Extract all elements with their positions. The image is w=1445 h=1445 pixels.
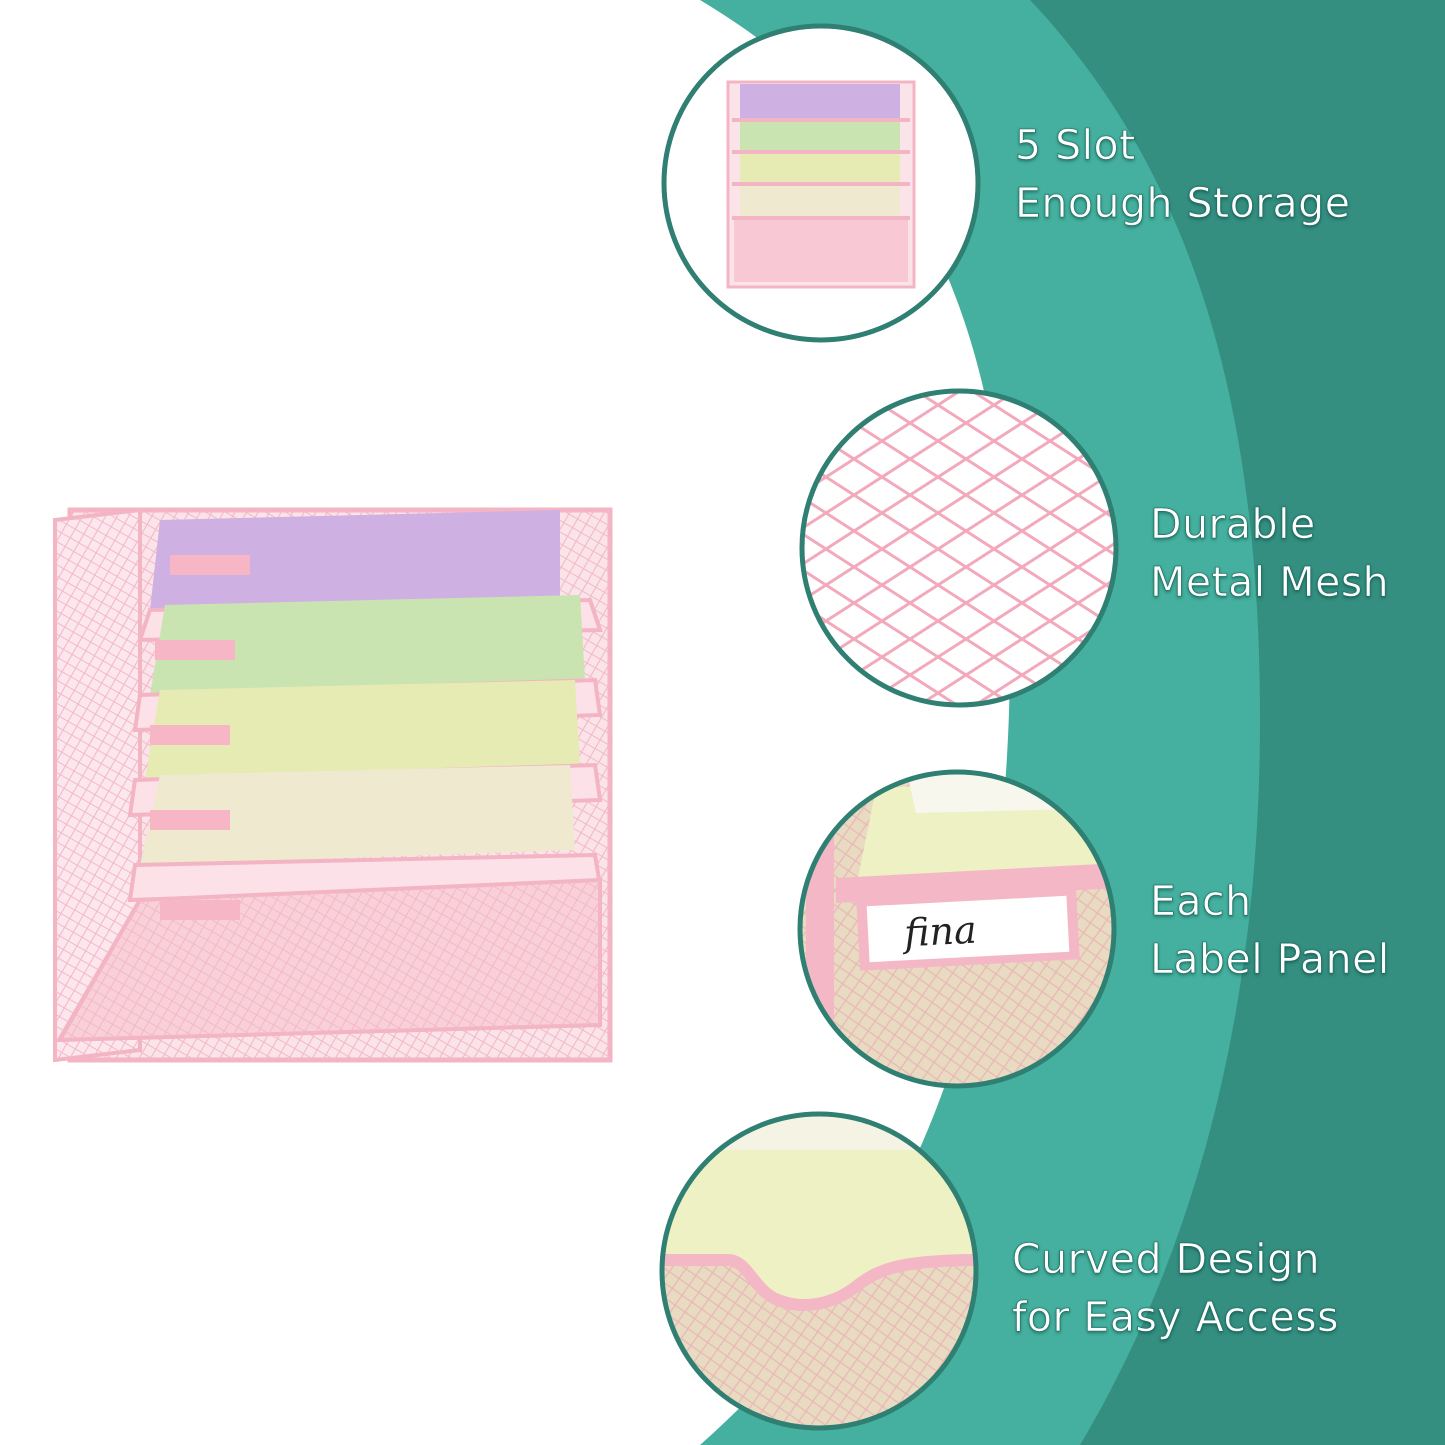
organizer-thumbnail-icon xyxy=(661,23,981,343)
feature-label-storage: 5 Slot Enough Storage xyxy=(1015,116,1351,232)
label-handwriting: fina xyxy=(900,908,978,956)
label-panel-closeup-icon: fina xyxy=(797,769,1117,1089)
feature-line-2: Label Panel xyxy=(1150,935,1390,984)
feature-line-2: Enough Storage xyxy=(1015,179,1351,228)
feature-line-1: Durable xyxy=(1150,500,1316,549)
feature-line-1: 5 Slot xyxy=(1015,121,1136,170)
feature-line-1: Curved Design xyxy=(1012,1235,1321,1284)
feature-label-mesh: Durable Metal Mesh xyxy=(1150,495,1389,611)
feature-label-curved: Curved Design for Easy Access xyxy=(1012,1230,1339,1346)
feature-line-2: Metal Mesh xyxy=(1150,558,1390,607)
feature-label-label: Each Label Panel xyxy=(1150,872,1390,988)
wall-file-organizer-icon xyxy=(53,507,613,1063)
curved-edge-closeup-icon xyxy=(659,1111,979,1431)
mesh-closeup-icon xyxy=(799,388,1119,708)
feature-line-1: Each xyxy=(1150,877,1252,926)
feature-line-2: for Easy Access xyxy=(1012,1293,1339,1342)
